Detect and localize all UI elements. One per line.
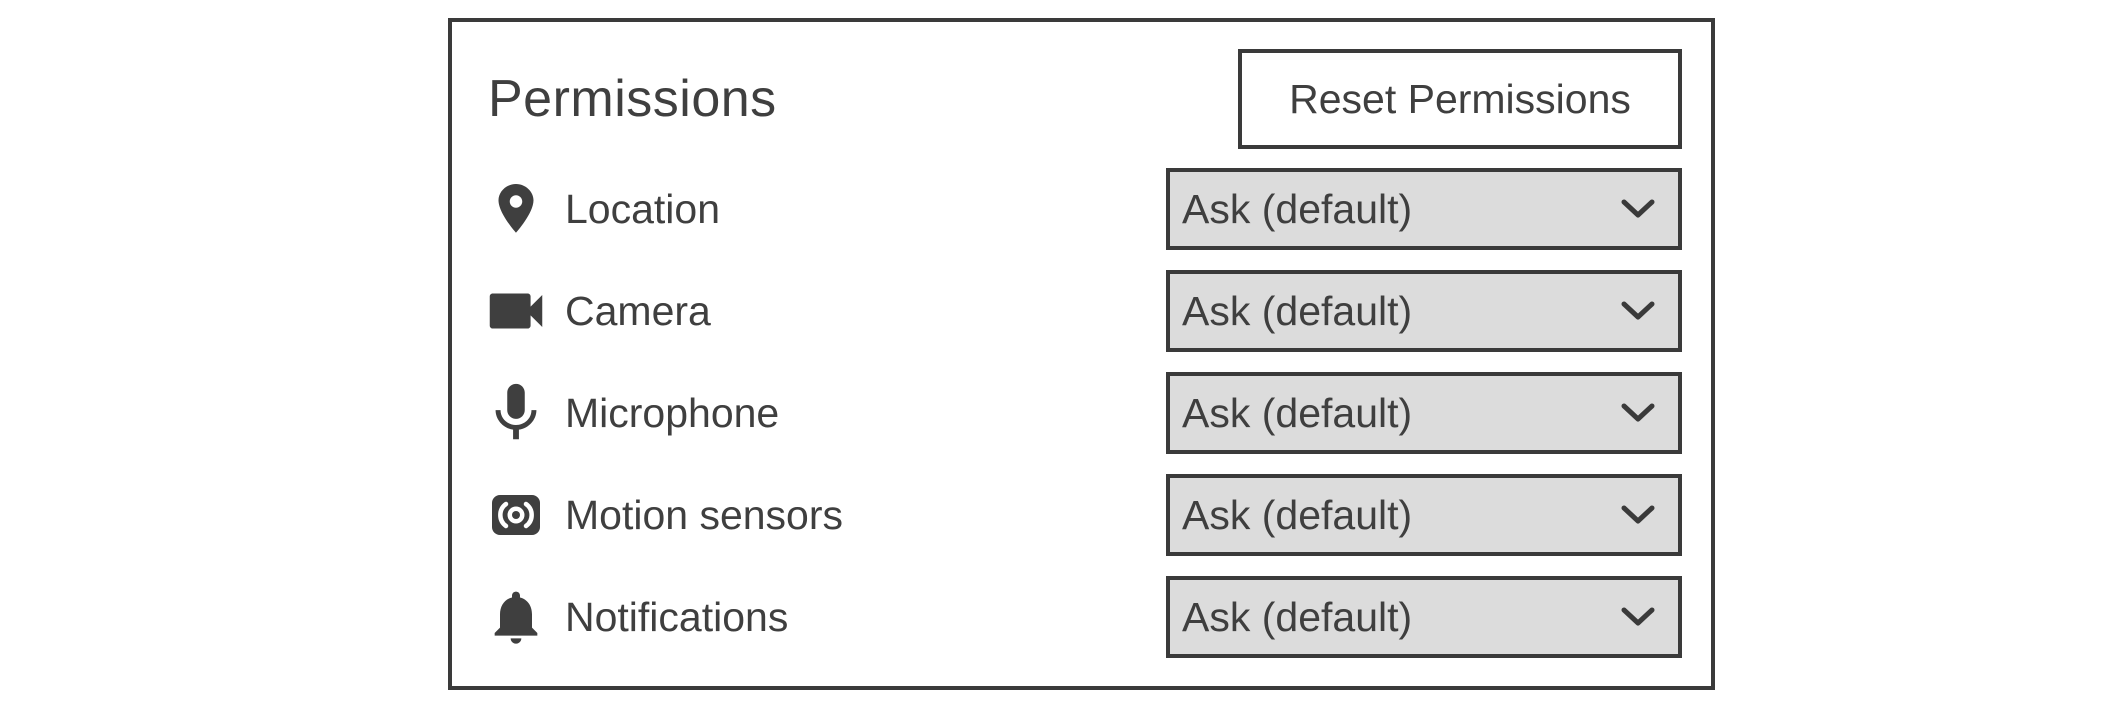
permission-label: Notifications bbox=[565, 593, 789, 640]
reset-permissions-button[interactable]: Reset Permissions bbox=[1238, 49, 1682, 149]
permission-label: Camera bbox=[565, 287, 711, 334]
chevron-down-icon bbox=[1621, 199, 1655, 218]
permission-row-location: Location Ask (default) bbox=[488, 168, 1682, 250]
selected-value: Ask (default) bbox=[1182, 593, 1413, 640]
permission-label: Microphone bbox=[565, 389, 780, 436]
microphone-icon bbox=[488, 372, 544, 454]
notifications-permission-select[interactable]: Ask (default) bbox=[1166, 576, 1682, 658]
location-icon bbox=[488, 168, 544, 250]
page-title: Permissions bbox=[488, 70, 777, 128]
panel-header: Permissions Reset Permissions bbox=[488, 49, 1682, 149]
permission-label: Location bbox=[565, 185, 721, 232]
camera-permission-select[interactable]: Ask (default) bbox=[1166, 270, 1682, 352]
permissions-panel: Permissions Reset Permissions Location A… bbox=[448, 18, 1715, 690]
motion-sensors-icon bbox=[488, 474, 544, 556]
selected-value: Ask (default) bbox=[1182, 491, 1413, 538]
selected-value: Ask (default) bbox=[1182, 389, 1413, 436]
chevron-down-icon bbox=[1621, 403, 1655, 422]
camera-icon bbox=[488, 270, 544, 352]
permission-row-camera: Camera Ask (default) bbox=[488, 270, 1682, 352]
permission-label: Motion sensors bbox=[565, 491, 844, 538]
chevron-down-icon bbox=[1621, 301, 1655, 320]
location-permission-select[interactable]: Ask (default) bbox=[1166, 168, 1682, 250]
selected-value: Ask (default) bbox=[1182, 185, 1413, 232]
notifications-icon bbox=[488, 576, 544, 658]
permission-row-motion-sensors: Motion sensors Ask (default) bbox=[488, 474, 1682, 556]
chevron-down-icon bbox=[1621, 505, 1655, 524]
reset-permissions-button-label: Reset Permissions bbox=[1289, 75, 1631, 122]
motion-sensors-permission-select[interactable]: Ask (default) bbox=[1166, 474, 1682, 556]
permission-row-notifications: Notifications Ask (default) bbox=[488, 576, 1682, 658]
chevron-down-icon bbox=[1621, 607, 1655, 626]
selected-value: Ask (default) bbox=[1182, 287, 1413, 334]
permission-row-microphone: Microphone Ask (default) bbox=[488, 372, 1682, 454]
microphone-permission-select[interactable]: Ask (default) bbox=[1166, 372, 1682, 454]
